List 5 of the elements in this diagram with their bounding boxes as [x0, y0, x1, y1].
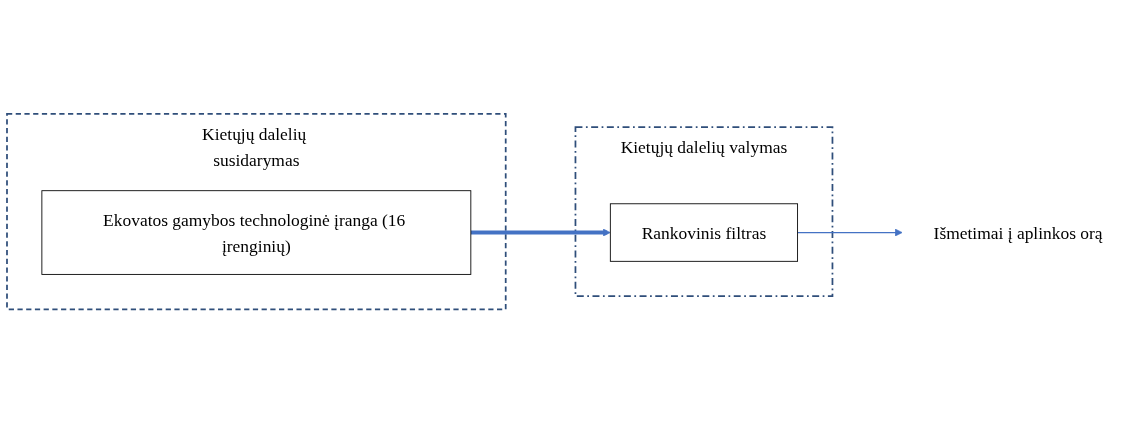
node-box: Rankovinis filtras — [609, 203, 798, 262]
node-text: Išmetimai į aplinkos orą — [933, 222, 1103, 243]
arrow — [470, 228, 611, 237]
node-box: Ekovatos gamybos technologinė įranga (16 įrenginių) — [41, 190, 472, 275]
arrow — [796, 228, 903, 237]
